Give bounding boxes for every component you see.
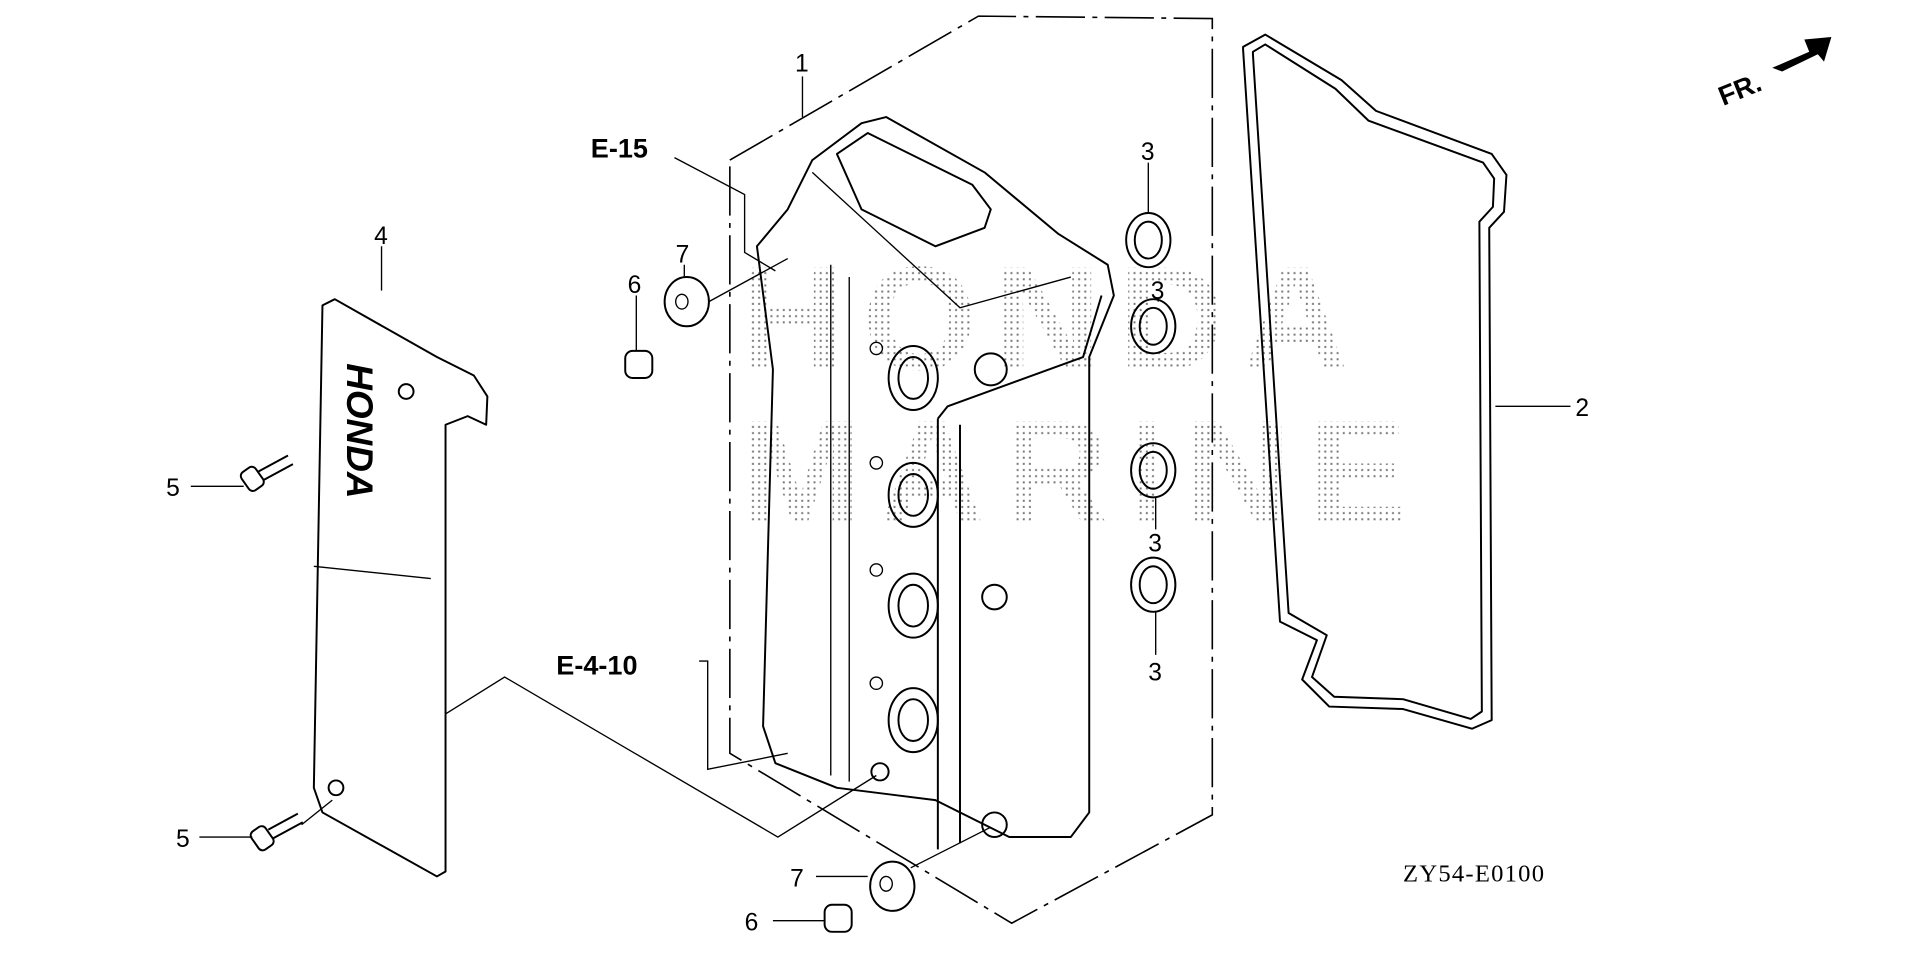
- callout-3b: 3: [1151, 278, 1165, 305]
- seal-3: [1130, 442, 1177, 499]
- callout-5a: 5: [166, 475, 180, 502]
- front-label: FR.: [1714, 66, 1766, 111]
- leader-lines: [190, 76, 1571, 922]
- part-7-grommet-upper[interactable]: [663, 276, 710, 328]
- callout-7b: 7: [790, 865, 804, 892]
- callout-3c: 3: [1148, 531, 1162, 558]
- front-arrow-icon: [1772, 37, 1832, 72]
- reference-e4-10[interactable]: E-4-10: [556, 650, 637, 681]
- callout-6b: 6: [745, 910, 759, 937]
- callout-2: 2: [1575, 395, 1589, 422]
- part-5-bolt-lower[interactable]: [249, 812, 304, 853]
- callout-6a: 6: [628, 272, 642, 299]
- callout-4: 4: [374, 223, 388, 250]
- diagram-code: ZY54-E0100: [1403, 860, 1545, 887]
- callout-7a: 7: [676, 241, 690, 268]
- watermark-line-2: MARINE: [738, 390, 1424, 555]
- part-4-cover[interactable]: HONDA: [312, 298, 489, 878]
- part-3-seals[interactable]: [1125, 212, 1177, 613]
- callout-5b: 5: [176, 826, 190, 853]
- part-4-honda-logo: HONDA: [339, 363, 380, 498]
- assembly-frame: [729, 15, 1214, 925]
- part-7-grommet-lower[interactable]: [869, 860, 916, 912]
- seal-2: [1130, 298, 1177, 355]
- part-1-head-cover[interactable]: [755, 116, 1115, 850]
- front-direction-indicator: FR.: [1714, 37, 1832, 112]
- part-6-plug-lower[interactable]: [823, 903, 853, 933]
- watermark: HONDA MARINE: [738, 236, 1424, 555]
- callout-3d: 3: [1148, 660, 1162, 687]
- part-6-plug-upper[interactable]: [624, 349, 654, 379]
- part-5-bolt-upper[interactable]: [239, 454, 294, 493]
- seal-4: [1130, 556, 1177, 613]
- watermark-line-1: HONDA: [738, 236, 1366, 401]
- callout-3a: 3: [1141, 139, 1155, 166]
- reference-e15[interactable]: E-15: [591, 133, 648, 164]
- callout-1: 1: [795, 51, 809, 78]
- part-2-gasket[interactable]: [1242, 33, 1508, 730]
